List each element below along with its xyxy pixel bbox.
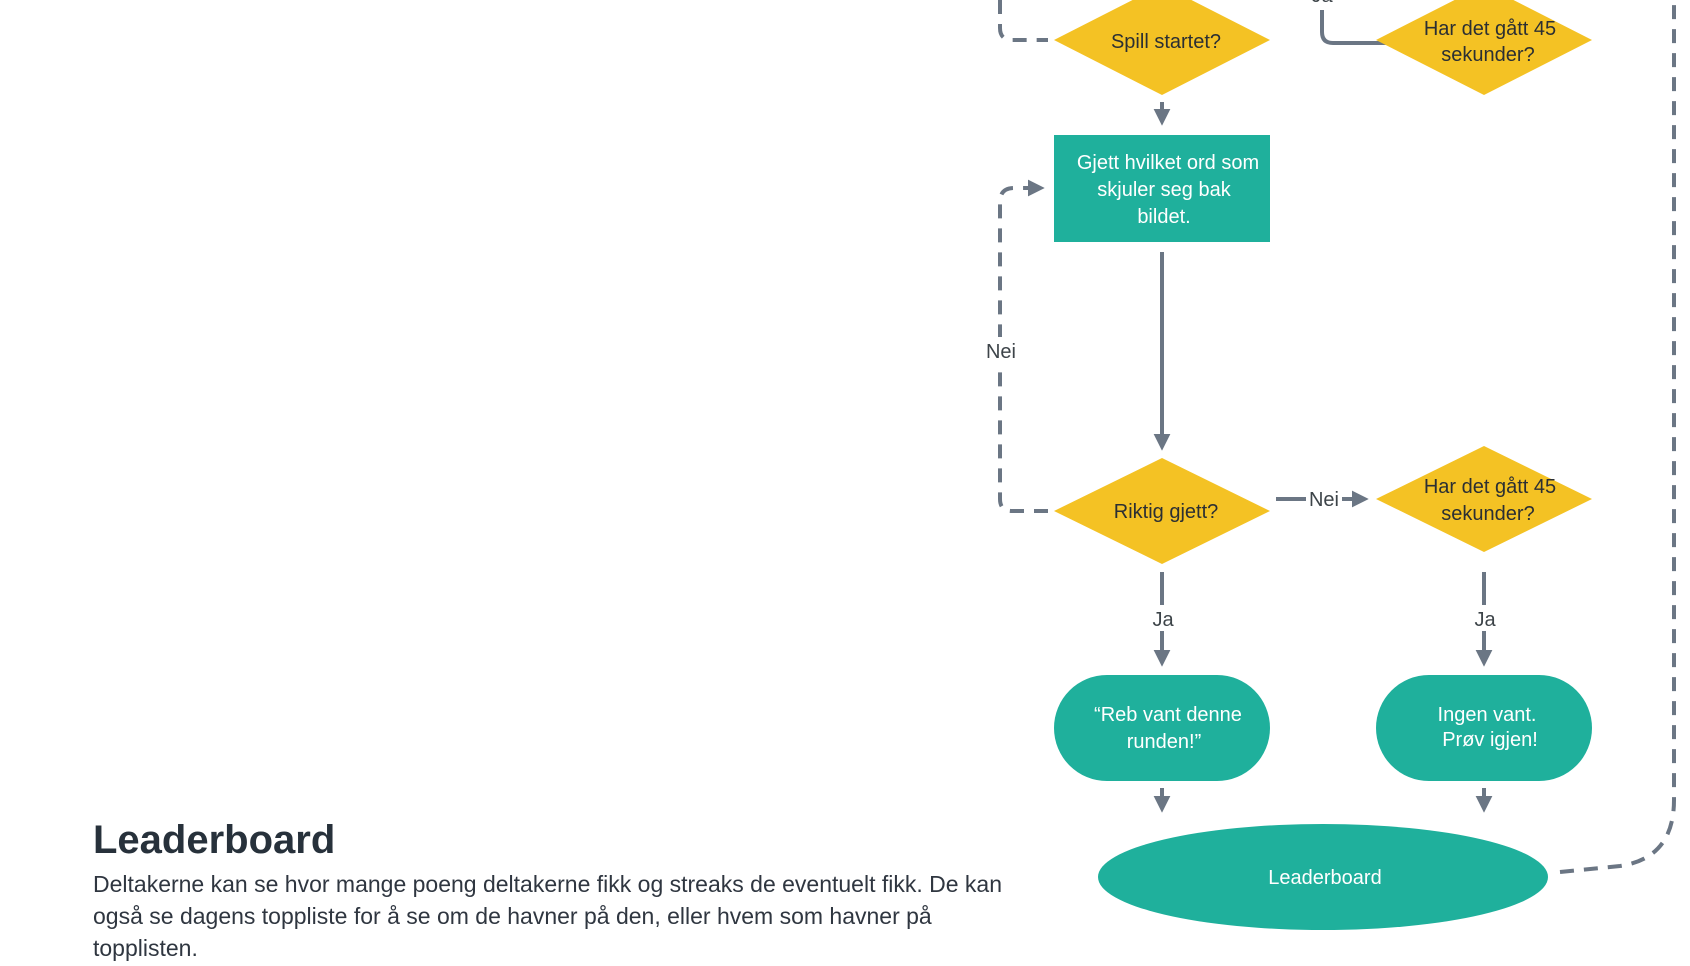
terminal-ingen-vant: Ingen vant. Prøv igjen! [1376, 675, 1592, 781]
process-gjett-ord-line2: skjuler seg bak [1097, 179, 1231, 201]
decision-har-det-gatt-mid-line1: Har det gått 45 [1424, 476, 1556, 498]
edge-label-nei-loop: Nei [986, 341, 1016, 363]
section-text: Leaderboard Deltakerne kan se hvor mange… [93, 818, 1003, 964]
edge-label-nei-right: Nei [1309, 489, 1339, 511]
edge-label-top-ja: Ja [1311, 0, 1333, 7]
section-title: Leaderboard [93, 818, 336, 862]
decision-riktig-gjett-label: Riktig gjett? [1114, 501, 1219, 523]
process-gjett-ord-line3: bildet. [1137, 206, 1190, 228]
decision-har-det-gatt-top-line1: Har det gått 45 [1424, 18, 1556, 40]
decision-spill-startet-label: Spill startet? [1111, 31, 1221, 53]
top-right-connector [1320, 10, 1400, 45]
decision-spill-startet: Spill startet? [1054, 0, 1270, 95]
terminal-ingen-vant-line2: Prøv igjen! [1442, 729, 1538, 751]
terminal-leaderboard: Leaderboard [1098, 824, 1548, 930]
terminal-reb-vant-line1: “Reb vant denne [1094, 704, 1242, 726]
section-body: Deltakerne kan se hvor mange poeng delta… [93, 871, 1003, 961]
decision-har-det-gatt-mid: Har det gått 45 sekunder? [1376, 446, 1592, 552]
decision-riktig-gjett: Riktig gjett? [1054, 458, 1270, 564]
terminal-ingen-vant-line1: Ingen vant. [1438, 704, 1537, 726]
edge-label-ja-left: Ja [1152, 609, 1174, 631]
terminal-leaderboard-label: Leaderboard [1268, 867, 1381, 889]
loop-from-top-connector [998, 0, 1048, 42]
edge-label-ja-right: Ja [1474, 609, 1496, 631]
terminal-reb-vant: “Reb vant denne runden!” [1054, 675, 1270, 781]
process-gjett-ord-line1: Gjett hvilket ord som [1077, 152, 1259, 174]
process-gjett-ord: Gjett hvilket ord som skjuler seg bak bi… [1054, 135, 1270, 242]
decision-har-det-gatt-mid-line2: sekunder? [1441, 503, 1534, 525]
decision-har-det-gatt-top: Har det gått 45 sekunder? [1376, 0, 1592, 95]
terminal-reb-vant-line2: runden!” [1127, 731, 1202, 753]
leaderboard-return-connector [1559, 0, 1676, 874]
decision-har-det-gatt-top-line2: sekunder? [1441, 44, 1534, 66]
